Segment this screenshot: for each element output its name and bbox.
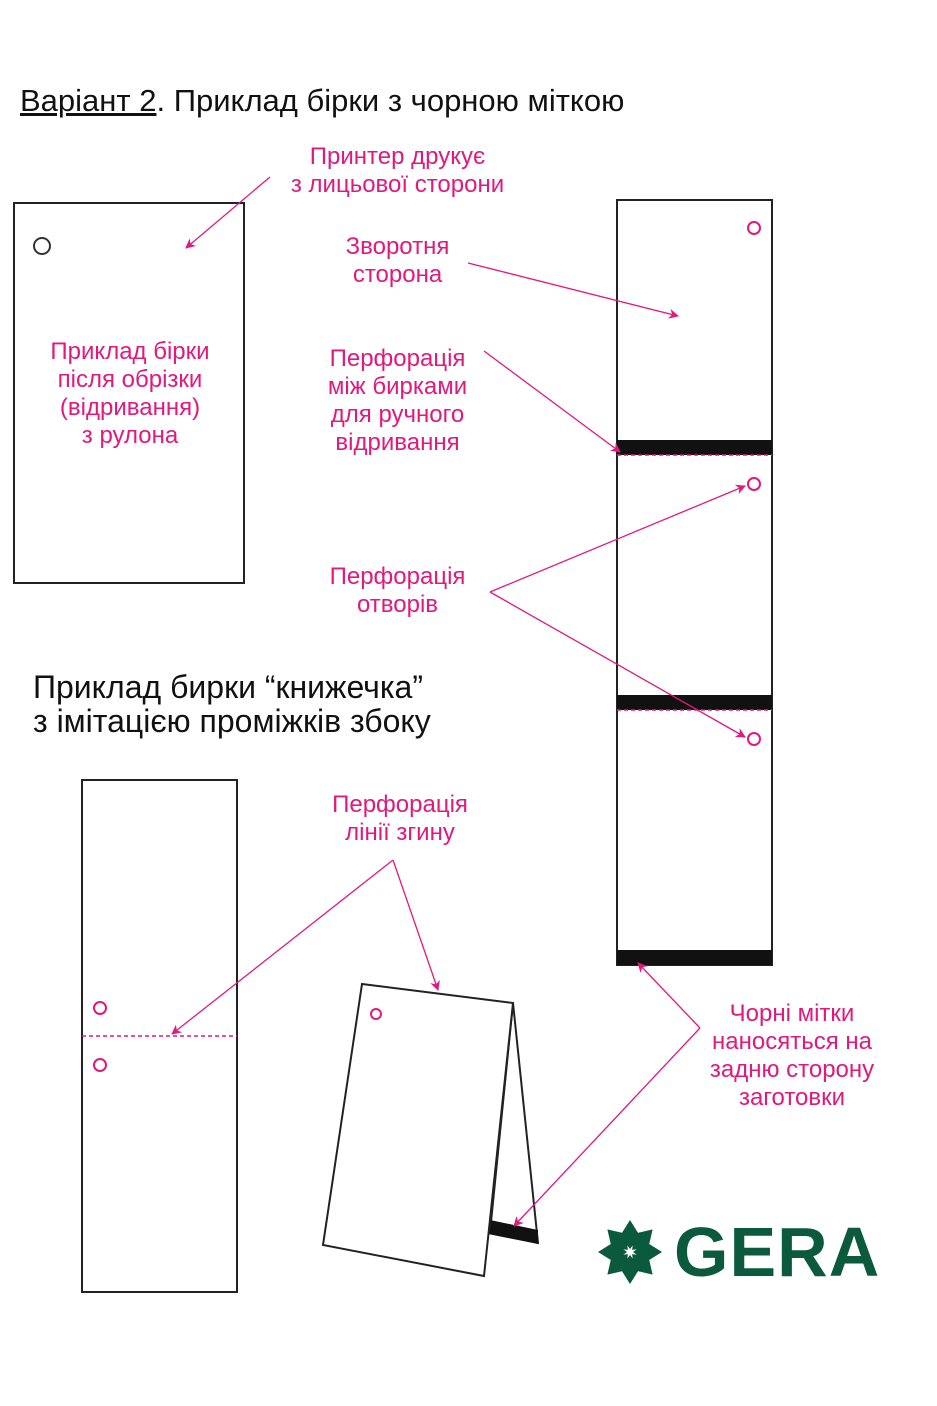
hole-icon xyxy=(93,1001,107,1015)
hole-icon xyxy=(747,477,761,491)
black-mark xyxy=(617,440,772,455)
arrow xyxy=(637,962,701,1029)
label-black-marks: Чорні мітки наносяться на задню сторону … xyxy=(709,1000,875,1111)
label-cut-tag: Приклад бірки після обрізки (відривання)… xyxy=(50,338,210,449)
folded-tag-front xyxy=(321,982,515,1278)
title-rest: . Приклад бірки з чорною міткою xyxy=(156,83,625,118)
label-printer: Принтер друкує з лицьової сторони xyxy=(290,143,505,198)
label-fold-perforation: Перфорація лінії згину xyxy=(332,791,468,846)
arrow xyxy=(489,591,746,738)
arrows xyxy=(171,176,746,1227)
black-mark xyxy=(488,1220,538,1244)
arrow xyxy=(483,350,621,453)
arrow xyxy=(392,859,440,991)
label-perforation-holes: Перфорація отворів xyxy=(329,563,466,618)
gera-star-icon xyxy=(598,1220,662,1284)
black-mark xyxy=(617,950,772,965)
arrow xyxy=(489,484,746,593)
arrow xyxy=(513,1027,701,1227)
booklet-title: Приклад бирки “книжечка” з імітацією про… xyxy=(33,669,431,739)
hole-icon xyxy=(747,221,761,235)
hole-icon xyxy=(33,237,51,255)
tag-roll-strip xyxy=(616,199,773,966)
arrow xyxy=(185,176,271,249)
hole-icon xyxy=(747,732,761,746)
arrow xyxy=(467,262,679,319)
arrow xyxy=(171,859,394,1035)
label-perforation-between: Перфорація між бирками для ручного відри… xyxy=(327,345,468,456)
hole-icon xyxy=(370,1008,382,1020)
label-back-side: Зворотня сторона xyxy=(345,233,450,288)
gera-logo: GERA xyxy=(674,1213,881,1291)
hole-icon xyxy=(93,1058,107,1072)
black-mark xyxy=(617,695,772,710)
cut-tag xyxy=(13,202,245,584)
page-title: Варіант 2. Приклад бірки з чорною міткою xyxy=(20,84,624,118)
variant-label: Варіант 2 xyxy=(20,83,157,118)
